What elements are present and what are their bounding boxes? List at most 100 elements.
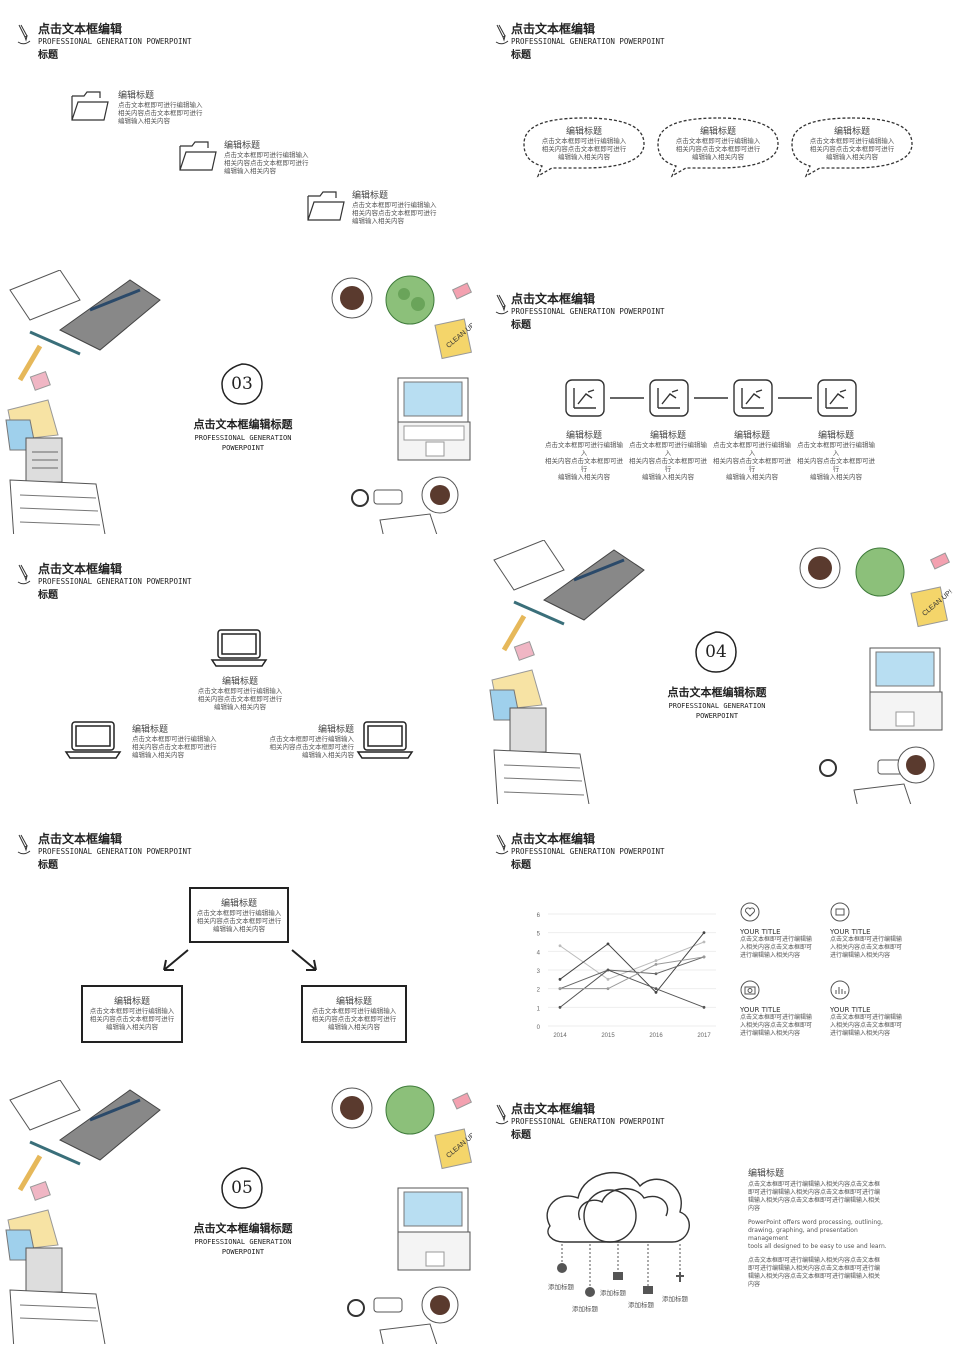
slide-laptops: 点击文本框编辑 PROFESSIONAL GENERATION POWERPOI… xyxy=(0,540,472,804)
item-desc-line: 点击文本框即可进行编辑输入 xyxy=(675,137,761,145)
process-icons xyxy=(565,379,857,417)
y-tick-label: 5 xyxy=(537,932,541,938)
speech-bubble-icon xyxy=(523,117,645,178)
item-title: 编辑标题 xyxy=(220,899,257,909)
item-title: 编辑标题 xyxy=(565,431,602,441)
block-desc-line: 入相关内容点击文本框即可 xyxy=(740,1022,813,1029)
item-desc-line: 相关内容点击文本框即可进行 xyxy=(132,743,217,751)
data-point xyxy=(654,963,658,966)
cloud-label-3: 添加标题 xyxy=(600,1289,626,1297)
item-desc-line: 相关内容点击文本框即可进行 xyxy=(311,1015,397,1023)
laptop-text-top: 编辑标题 点击文本框即可进行编辑输入 相关内容点击文本框即可进行 编辑输入相关内… xyxy=(190,674,290,711)
item-title: 编辑标题 xyxy=(221,677,258,687)
data-point xyxy=(654,972,658,976)
item-title: 编辑标题 xyxy=(317,725,354,735)
slide-folders: 点击文本框编辑 PROFESSIONAL GENERATION POWERPOI… xyxy=(0,0,472,264)
item-desc-line: 相关内容点击文本框即可进行 xyxy=(545,457,623,473)
data-point xyxy=(558,977,562,981)
data-point xyxy=(606,968,610,972)
block-desc-line: 进行编辑输入相关内容 xyxy=(830,1030,891,1037)
block-desc-line: 进行编辑输入相关内容 xyxy=(740,952,801,959)
series-line xyxy=(559,941,705,980)
header-title-2: 标题 xyxy=(38,590,58,601)
folder-icon xyxy=(179,141,217,171)
header-subtitle: PROFESSIONAL GENERATION POWERPOINT xyxy=(511,847,665,856)
pen-icon xyxy=(495,1104,509,1125)
item-desc-line: 相关内容点击文本框即可进行 xyxy=(675,145,761,153)
section-subtitle-1: PROFESSIONAL GENERATION xyxy=(194,434,292,442)
slide-section-03: CLEAN UP! 03 点击文本框编辑标题 PROFESSIONAL GENE… xyxy=(0,270,472,534)
header-title: 点击文本框编辑 xyxy=(511,1102,596,1116)
slide-header: 点击文本框编辑 PROFESSIONAL GENERATION POWERPOI… xyxy=(486,810,786,871)
item-desc-line: 编辑输入相关内容 xyxy=(214,703,266,711)
data-point xyxy=(558,944,562,948)
cloud-desc-line: drawing, graphing, and presentation mana… xyxy=(748,1227,858,1242)
y-tick-label: 6 xyxy=(537,913,541,919)
item-desc-line: 点击文本框即可进行编辑输入 xyxy=(629,441,707,457)
header-subtitle: PROFESSIONAL GENERATION POWERPOINT xyxy=(511,307,665,316)
bubble-text-2: 编辑标题 点击文本框即可进行编辑输入 相关内容点击文本框即可进行 编辑输入相关内… xyxy=(666,124,770,161)
bubble-text-1: 编辑标题 点击文本框即可进行编辑输入 相关内容点击文本框即可进行 编辑输入相关内… xyxy=(532,124,636,161)
block-title: YOUR TITLE xyxy=(740,1006,781,1014)
cloud-label-1: 添加标题 xyxy=(548,1283,574,1291)
block-title: YOUR TITLE xyxy=(830,928,871,936)
item-desc-line: 编辑输入相关内容 xyxy=(302,751,354,759)
item-desc-line: 相关内容点击文本框即可进行 xyxy=(89,1015,175,1023)
series-line xyxy=(560,956,705,990)
section-subtitle-2: POWERPOINT xyxy=(221,444,265,452)
block-desc-line: 点击文本框即可进行编辑输 xyxy=(740,936,813,943)
item-desc-line: 相关内容点击文本框即可进行 xyxy=(809,145,895,153)
icon-block-3: YOUR TITLE 点击文本框即可进行编辑输 入相关内容点击文本框即可 进行编… xyxy=(740,1006,820,1038)
item-title: 编辑标题 xyxy=(118,91,155,101)
laptop-icon xyxy=(210,629,268,667)
slide-header: 点击文本框编辑 PROFESSIONAL GENERATION POWERPOI… xyxy=(486,1080,786,1141)
icon-block-4: YOUR TITLE 点击文本框即可进行编辑输 入相关内容点击文本框即可 进行编… xyxy=(830,1006,910,1038)
cloud-label-5: 添加标题 xyxy=(662,1295,688,1303)
slide-bubbles: 点击文本框编辑 PROFESSIONAL GENERATION POWERPOI… xyxy=(486,0,958,264)
slide-tree: 点击文本框编辑 PROFESSIONAL GENERATION POWERPOI… xyxy=(0,810,472,1074)
header-title: 点击文本框编辑 xyxy=(38,832,123,846)
speech-bubble-icon xyxy=(657,117,779,178)
item-desc-line: 编辑输入相关内容 xyxy=(224,167,276,175)
series-line xyxy=(559,956,705,990)
data-point xyxy=(654,959,658,963)
item-title: 编辑标题 xyxy=(817,431,854,441)
process-text-2: 编辑标题 点击文本框即可进行编辑输入 相关内容点击文本框即可进行 编辑输入相关内… xyxy=(626,428,710,481)
block-desc-line: 入相关内容点击文本框即可 xyxy=(830,944,903,951)
cloud-desc-line: 即可进行编辑输入相关内容点击文本框即可进行编 xyxy=(748,1189,881,1196)
chat-icon xyxy=(830,902,850,922)
item-desc-line: 相关内容点击文本框即可进行 xyxy=(541,145,627,153)
pen-icon xyxy=(495,834,509,855)
item-desc-line: 相关内容点击文本框即可进行 xyxy=(269,743,355,751)
data-point xyxy=(702,931,706,935)
x-tick-label: 2015 xyxy=(601,1033,615,1039)
item-title: 编辑标题 xyxy=(132,725,169,735)
y-tick-label: 0 xyxy=(537,1025,541,1031)
header-title-2: 标题 xyxy=(511,860,531,871)
section-subtitle-2: POWERPOINT xyxy=(221,1248,265,1256)
pen-icon xyxy=(495,24,509,45)
slide-header: 点击文本框编辑 PROFESSIONAL GENERATION POWERPOI… xyxy=(0,0,300,61)
item-desc-line: 相关内容点击文本框即可进行 xyxy=(118,109,203,117)
header-subtitle: PROFESSIONAL GENERATION POWERPOINT xyxy=(38,37,192,46)
tree-text-left: 编辑标题 点击文本框即可进行编辑输入 相关内容点击文本框即可进行 编辑输入相关内… xyxy=(84,994,180,1031)
item-desc-line: 相关内容点击文本框即可进行 xyxy=(713,457,791,473)
block-desc-line: 进行编辑输入相关内容 xyxy=(830,952,891,959)
pen-icon xyxy=(17,834,31,855)
data-point xyxy=(606,977,610,981)
y-tick-label: 3 xyxy=(537,969,541,975)
item-title: 编辑标题 xyxy=(833,127,870,137)
header-title-2: 标题 xyxy=(38,860,58,871)
section-title: 点击文本框编辑标题 xyxy=(193,418,293,431)
header-title: 点击文本框编辑 xyxy=(38,22,123,36)
x-tick-label: 2016 xyxy=(649,1033,663,1039)
item-desc-line: 相关内容点击文本框即可进行 xyxy=(797,457,875,473)
header-title-2: 标题 xyxy=(511,320,531,331)
x-tick-label: 2017 xyxy=(697,1033,711,1039)
data-point xyxy=(654,991,658,994)
x-tick-label: 2014 xyxy=(553,1033,567,1039)
item-title: 编辑标题 xyxy=(224,141,261,151)
cloud-desc-line: 点击文本框即可进行编辑输入相关内容点击文本框 xyxy=(748,1257,881,1264)
header-title: 点击文本框编辑 xyxy=(38,562,123,576)
